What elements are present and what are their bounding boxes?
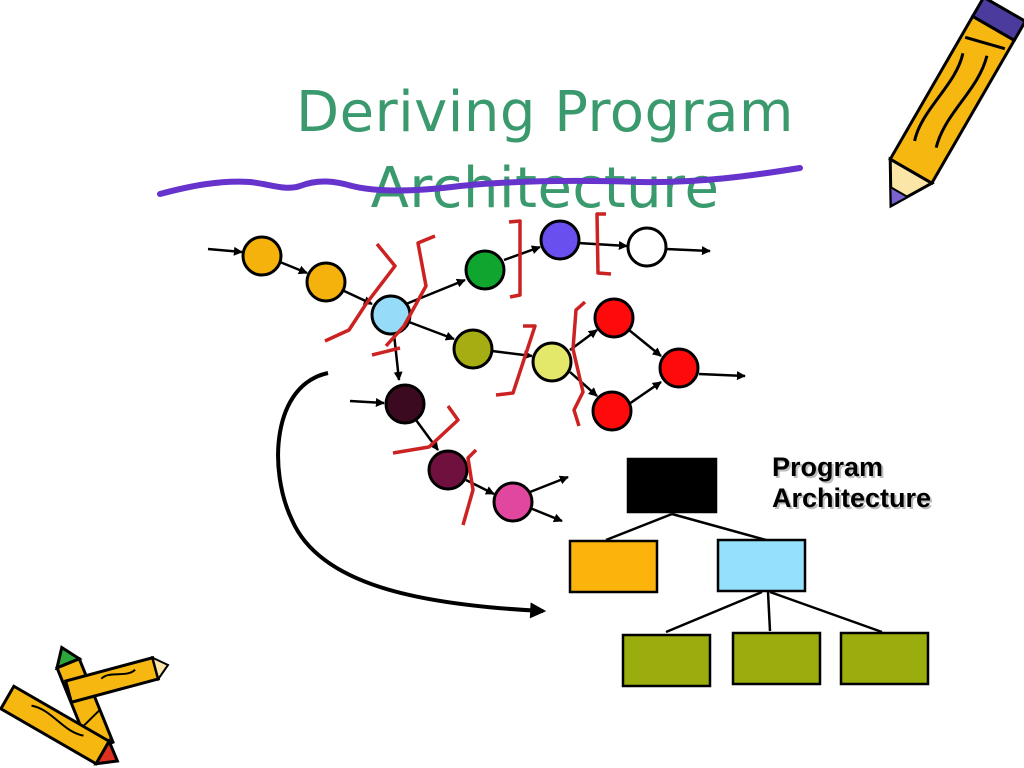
flow-arrow (392, 333, 403, 381)
flow-arrow (698, 371, 746, 381)
flow-node (464, 249, 506, 291)
flow-arrow (408, 320, 455, 341)
flow-node (531, 341, 573, 383)
bracket-mark (571, 300, 587, 427)
bracket-mark (508, 219, 522, 299)
flow-node (539, 219, 581, 261)
module-box (716, 538, 807, 593)
module-box (839, 631, 930, 686)
module-box (568, 539, 659, 594)
slide-title-line-1: Deriving Program (296, 80, 794, 145)
flow-node (427, 449, 469, 491)
pencil-icon (888, 0, 1024, 209)
module-box-root (626, 457, 718, 514)
partition-brackets (324, 212, 612, 526)
flow-node (593, 297, 635, 339)
flow-node (370, 294, 412, 336)
flow-arrow (529, 506, 563, 523)
bracket-mark (324, 242, 397, 343)
flow-arrow (529, 475, 569, 494)
architecture-hierarchy (568, 457, 930, 688)
flow-arrow (569, 371, 598, 397)
flow-arrow (405, 278, 466, 306)
bracket-mark (595, 212, 612, 276)
flow-node (492, 481, 534, 523)
hierarchy-connectors (605, 512, 883, 634)
flow-arrow (628, 380, 662, 406)
flow-node (626, 226, 668, 268)
flow-node (241, 235, 283, 277)
flow-arrow (414, 419, 440, 451)
flow-arrow (207, 246, 243, 256)
bracket-mark (371, 346, 401, 357)
flow-arrow (628, 329, 662, 357)
hierarchy-label-line-1: Program (772, 452, 884, 482)
bracket-mark (461, 448, 478, 526)
flow-node (452, 328, 494, 370)
bracket-mark (495, 324, 537, 397)
title-underline-squiggle (157, 165, 803, 197)
module-box (621, 633, 712, 688)
flow-arrow (577, 241, 628, 250)
derivation-arrow (276, 371, 547, 619)
flow-node (591, 390, 633, 432)
flow-arrow (349, 398, 385, 408)
bracket-mark (392, 404, 460, 455)
flow-arrow (503, 245, 541, 262)
flow-node (384, 383, 426, 425)
crayon-icon (0, 645, 170, 766)
hierarchy-label-line-2: Architecture (772, 483, 932, 513)
flow-arrow (279, 260, 308, 275)
flow-arrow (665, 246, 711, 256)
flow-nodes (241, 219, 700, 523)
module-box (731, 631, 822, 686)
flow-node (305, 261, 347, 303)
bracket-mark (384, 234, 436, 348)
flow-node (658, 347, 700, 389)
